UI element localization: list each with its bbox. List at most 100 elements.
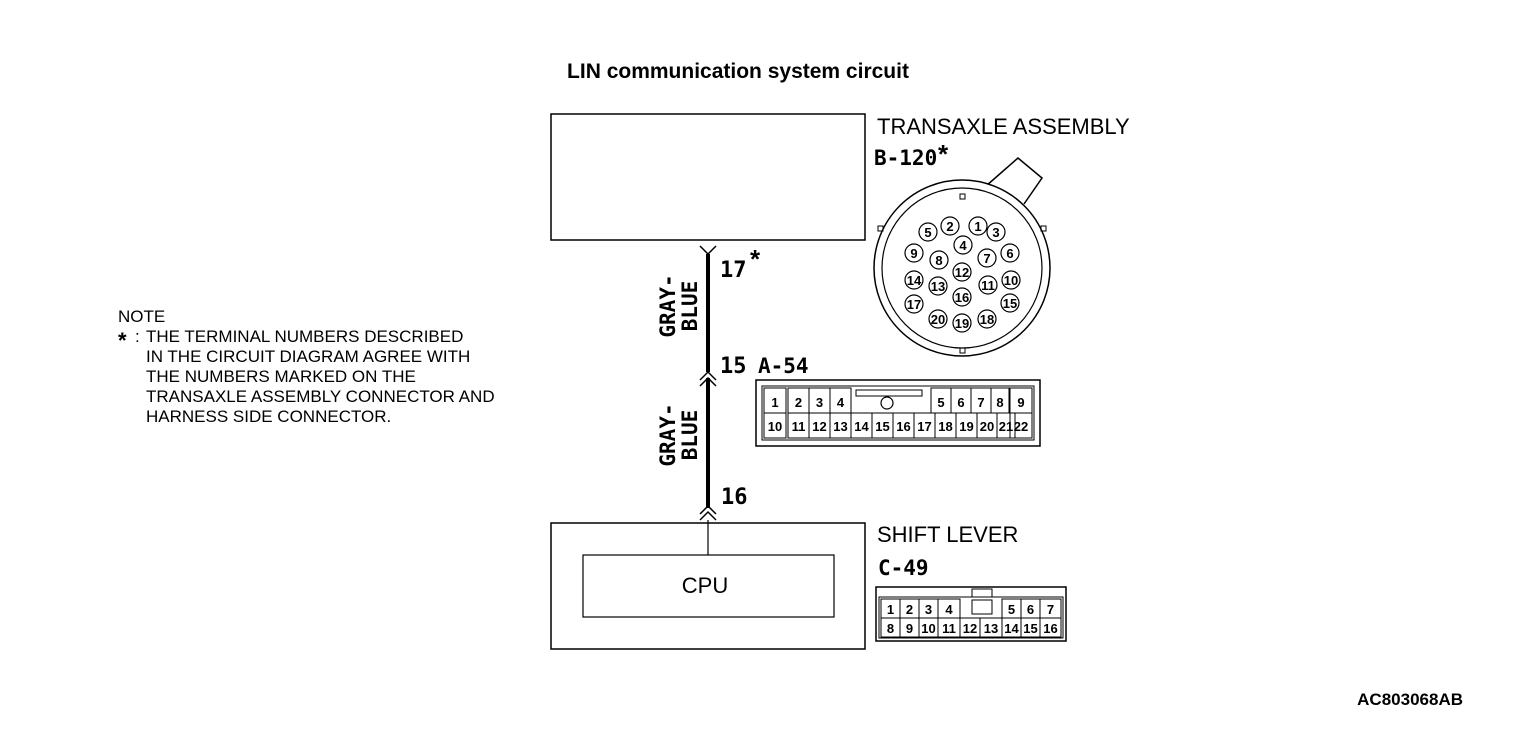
round-connector-pin-label: 4 [959,238,967,253]
shift-connector-outline [875,586,1067,642]
round-connector-pin-label: 7 [983,251,990,266]
junction-pin-label: 18 [938,419,952,434]
round-connector-pin-label: 18 [980,312,994,327]
diagram-title: LIN communication system circuit [567,60,909,83]
round-connector-pin [929,250,949,270]
transaxle-connector-asterisk: * [938,139,949,169]
junction-pin-label: 9 [1017,395,1024,410]
shift-pin-label: 9 [906,621,913,636]
shift-pin-label: 4 [945,602,953,617]
round-connector-pin-label: 1 [974,219,981,234]
junction-pin-label: 22 [1014,419,1028,434]
round-connector-pin [918,222,938,242]
junction-pin-label: 4 [837,395,845,410]
round-connector-pin-label: 3 [992,225,999,240]
connector-key-bottom [959,347,966,354]
junction-terminal-number: 15 [720,354,747,379]
cpu-box [582,554,835,618]
junction-pin-label: 15 [875,419,889,434]
round-connector-pin [952,262,972,282]
wire-lower-color-line1: GRAY- [656,403,680,466]
shift-pin-label: 13 [984,621,998,636]
round-connector-pin-label: 6 [1006,246,1013,261]
wire-upper-color-line1: GRAY- [656,274,680,337]
round-connector-pin-label: 10 [1004,273,1018,288]
junction-pin-label: 21 [999,419,1013,434]
shift-lever-label: SHIFT LEVER [877,522,1018,547]
round-connector-pin [952,287,972,307]
junction-pin-label: 11 [792,419,806,434]
round-connector-pin [968,216,988,236]
shift-pin-label: 8 [887,621,894,636]
shift-connector-inner [878,596,1064,639]
shift-pin-label: 10 [921,621,935,636]
wire-upper-color-line2: BLUE [678,281,702,332]
connector-tab [985,157,1044,205]
round-connector-pin [978,275,998,295]
note-line-2: IN THE CIRCUIT DIAGRAM AGREE WITH [146,347,470,366]
round-connector-pin-label: 16 [955,290,969,305]
shift-pin-label: 12 [963,621,977,636]
round-connector-pin [904,294,924,314]
junction-pin-cell [996,412,1016,439]
junction-pin-label: 8 [996,395,1003,410]
transaxle-terminal-asterisk: * [750,244,761,274]
round-connector-pin [953,235,973,255]
round-connector-pin [940,216,960,236]
round-connector-pin-label: 12 [955,265,969,280]
round-connector-pin [1000,293,1020,313]
wire-terminal-fork [699,245,717,256]
junction-pin-label: 5 [937,395,944,410]
transaxle-assembly-box [550,113,866,241]
junction-pin-label: 14 [854,419,869,434]
round-connector-pin-label: 14 [907,273,922,288]
junction-pin-label: 10 [768,419,782,434]
junction-pin-label: 16 [896,419,910,434]
round-connector-pin-label: 13 [931,279,945,294]
junction-pin-label: 1 [771,395,778,410]
round-connector-pin-label: 2 [946,219,953,234]
junction-pin-label: 13 [833,419,847,434]
round-connector-pin-label: 5 [924,225,931,240]
note-line-3: THE NUMBERS MARKED ON THE [146,367,416,386]
junction-pin-label: 17 [917,419,931,434]
note-heading: NOTE [118,307,165,326]
transaxle-assembly-label: TRANSAXLE ASSEMBLY [877,114,1130,139]
shift-pin-label: 11 [942,621,956,636]
junction-connector-latch [855,389,923,397]
shift-chevron-upper [699,504,717,515]
shift-lever-connector-id: C-49 [878,556,929,580]
shift-pin-cell [1039,617,1062,638]
round-connector-pin-label: 19 [955,316,969,331]
junction-guide-pin [880,396,894,410]
shift-pin-label: 5 [1008,602,1015,617]
shift-pin-label: 14 [1004,621,1019,636]
junction-pin-cell [1009,412,1033,439]
junction-chevron-upper [699,370,717,381]
junction-pin-label: 19 [959,419,973,434]
note-line-5: HARNESS SIDE CONNECTOR. [146,407,391,426]
note-colon: : [135,327,140,346]
junction-pin-label: 2 [795,395,802,410]
junction-connector-outline [755,379,1041,447]
shift-connector-lock [971,599,993,615]
junction-pin-label: 7 [977,395,984,410]
round-connector-pin-label: 20 [931,312,945,327]
shift-pin-label: 7 [1047,602,1054,617]
connector-key-left [877,225,884,232]
round-connector-pin-label: 15 [1003,296,1017,311]
round-connector-pin [1000,243,1020,263]
shift-connector-latch [971,588,993,598]
round-connector-pin-label: 11 [981,278,995,293]
round-connector-pin [1001,270,1021,290]
shift-pin-label: 3 [925,602,932,617]
transaxle-terminal-number: 17 [720,258,747,283]
note-asterisk: * [118,328,127,353]
wire-lower-color-line2: BLUE [678,410,702,461]
junction-connector-id: A-54 [758,354,809,378]
shift-pin-label: 16 [1043,621,1057,636]
round-connector-pin [904,243,924,263]
note-line-4: TRANSAXLE ASSEMBLY CONNECTOR AND [146,387,495,406]
junction-pin-label: 12 [812,419,826,434]
